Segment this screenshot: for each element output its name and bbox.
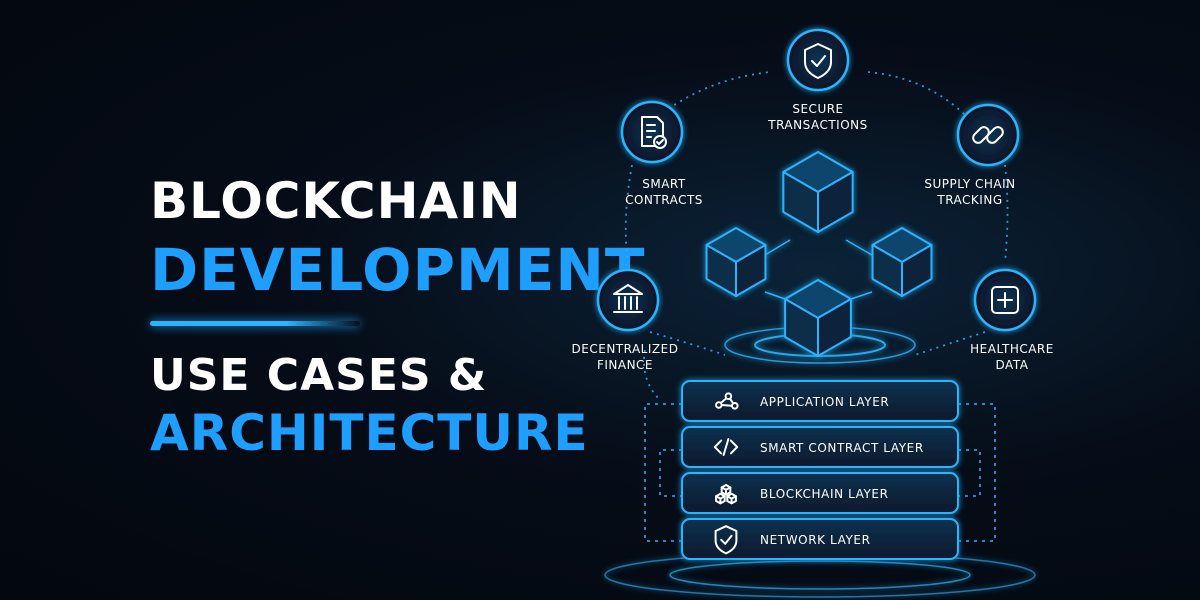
cube-link — [764, 239, 791, 256]
architecture-layers: APPLICATION LAYER SMART CONTRACT LAYER BLO… — [681, 380, 959, 560]
use-case-healthcare-data: HEALTHCARE DATA — [970, 268, 1054, 372]
headline-line-2: DEVELOPMENT — [150, 236, 646, 304]
blockchain-layer: BLOCKCHAIN LAYER — [681, 472, 959, 514]
use-case-label-line-2: DATA — [996, 358, 1029, 372]
use-case-decentralized-finance: DECENTRALIZED FINANCE — [572, 268, 679, 372]
medical-plus-icon — [991, 286, 1019, 314]
subheadline-line-1: USE CASES & — [150, 350, 488, 401]
use-case-label-line-1: HEALTHCARE — [970, 342, 1054, 356]
chain-link-icon — [972, 126, 1004, 144]
use-case-label-line-2: TRANSACTIONS — [767, 118, 868, 132]
subheadline-line-2: ARCHITECTURE — [150, 404, 589, 462]
layer-label: NETWORK LAYER — [760, 533, 871, 547]
blockchain-cubes — [705, 151, 933, 357]
network-layer: NETWORK LAYER — [681, 518, 959, 560]
use-case-label-line-2: TRACKING — [936, 193, 1002, 207]
use-case-label-line-1: SECURE — [792, 102, 843, 116]
bank-icon — [613, 284, 643, 313]
shield-check-icon — [804, 43, 832, 79]
cube-link — [764, 291, 789, 301]
application-layer: APPLICATION LAYER — [681, 380, 959, 422]
use-case-nodes: SECURE TRANSACTIONS SMART CONTRACTS SUPPLY C… — [572, 28, 1054, 372]
cube-link — [845, 239, 873, 256]
cube-left — [705, 227, 767, 297]
use-case-node-ring — [786, 28, 850, 92]
layer-box — [681, 518, 959, 560]
use-case-node-ring — [596, 268, 660, 332]
cube-bottom — [784, 279, 852, 357]
use-case-label-line-2: FINANCE — [597, 358, 653, 372]
use-case-label-line-1: SUPPLY CHAIN — [924, 177, 1015, 191]
smart-contract-layer: SMART CONTRACT LAYER — [681, 426, 959, 468]
use-case-smart-contracts: SMART CONTRACTS — [620, 100, 703, 207]
use-case-label-line-1: DECENTRALIZED — [572, 342, 679, 356]
cube-right — [871, 227, 933, 297]
layer-box — [681, 426, 959, 468]
use-case-supply-chain-tracking: SUPPLY CHAIN TRACKING — [924, 103, 1020, 207]
headline-divider — [150, 321, 360, 326]
contract-document-icon — [641, 116, 667, 149]
code-brackets-icon — [713, 438, 739, 456]
headline-line-1: BLOCKCHAIN — [150, 172, 522, 230]
cube-top — [782, 151, 854, 233]
layer-connectors — [644, 403, 996, 542]
use-case-label-line-1: SMART — [642, 177, 686, 191]
layer-label: BLOCKCHAIN LAYER — [760, 487, 889, 501]
use-case-label-line-2: CONTRACTS — [625, 193, 703, 207]
layer-label: APPLICATION LAYER — [760, 395, 889, 409]
layer-box — [681, 472, 959, 514]
layer-box — [681, 380, 959, 422]
share-nodes-icon — [715, 392, 739, 410]
blocks-icon — [715, 484, 737, 505]
use-case-secure-transactions: SECURE TRANSACTIONS — [767, 28, 868, 132]
architecture-diagram: SECURE TRANSACTIONS SMART CONTRACTS SUPPLY C… — [572, 28, 1054, 598]
shield-check-icon — [714, 525, 738, 555]
cube-link — [847, 291, 873, 301]
layer-label: SMART CONTRACT LAYER — [760, 441, 924, 455]
